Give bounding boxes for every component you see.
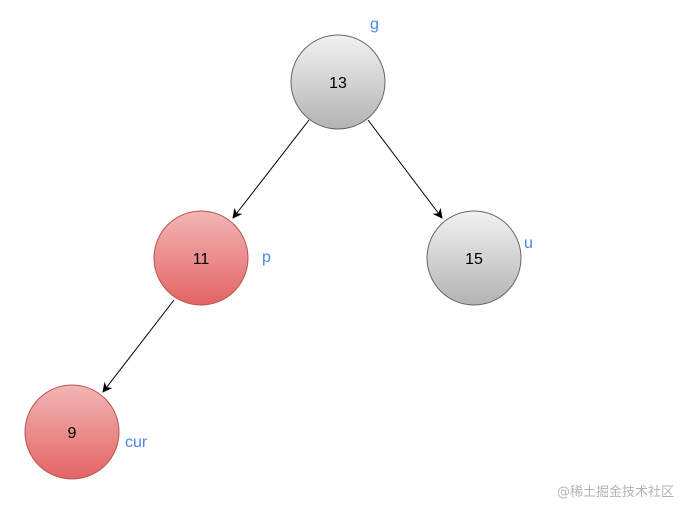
node-u-value: 15: [465, 251, 483, 268]
node-u-role-label: u: [524, 235, 533, 252]
node-g: 13: [290, 34, 386, 130]
node-p: 11: [153, 210, 249, 306]
node-p-value: 11: [193, 251, 210, 268]
node-g-circle: [290, 34, 386, 130]
watermark: @稀土掘金技术社区: [556, 485, 674, 500]
edge-p-to-cur: [102, 299, 175, 393]
node-p-role-label: p: [262, 249, 271, 266]
edge-g-to-u: [367, 119, 443, 219]
node-g-value: 13: [329, 75, 347, 92]
node-p-circle: [153, 210, 249, 306]
node-u: 15: [426, 210, 522, 306]
edge-g-to-p: [232, 119, 310, 219]
node-cur-value: 9: [68, 425, 77, 442]
node-u-circle: [426, 210, 522, 306]
node-cur: 9: [24, 384, 120, 480]
node-cur-role-label: cur: [125, 434, 148, 451]
node-cur-circle: [24, 384, 120, 480]
node-g-role-label: g: [370, 16, 379, 33]
